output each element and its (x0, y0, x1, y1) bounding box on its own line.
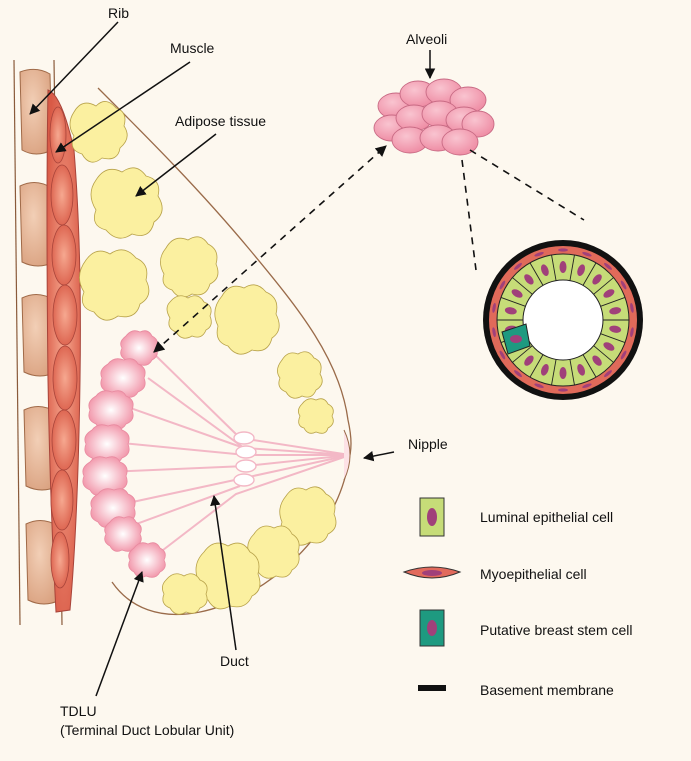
cell-divider (512, 345, 533, 363)
cell-divider (512, 277, 533, 295)
muscle-layer (46, 89, 81, 613)
myoepithelial-nucleus (630, 302, 634, 313)
rib-label: Rib (108, 5, 129, 21)
cell-nucleus (577, 364, 586, 376)
myoepithelial-nucleus (620, 350, 627, 360)
cell-divider (582, 262, 597, 286)
legend-label: Luminal epithelial cell (480, 509, 613, 525)
cell-nucleus (511, 289, 523, 298)
cell-nucleus (559, 367, 567, 379)
cell-divider (582, 354, 597, 378)
adipose-label: Adipose tissue (175, 113, 266, 129)
legend-label: Basement membrane (480, 682, 614, 698)
cell-nucleus (524, 274, 534, 285)
cell-nucleus (540, 264, 549, 276)
cell-divider (569, 254, 575, 281)
cell-divider (529, 262, 544, 286)
legend-item-myoepithelial: Myoepithelial cell (402, 566, 587, 582)
cell-nucleus (592, 355, 602, 366)
legend-item-basement: Basement membrane (418, 682, 614, 698)
nipple (343, 429, 351, 481)
myoepithelial-nucleus (604, 262, 612, 270)
cell-nucleus (592, 274, 602, 285)
myoepithelial-nucleus (604, 370, 612, 378)
cell-nucleus (540, 364, 549, 376)
tdlu-clusters (82, 330, 166, 578)
label-arrows (29, 21, 436, 697)
cell-divider (593, 277, 614, 295)
cell-nucleus (504, 307, 517, 315)
myoepithelial-nucleus (558, 388, 568, 392)
alveoli-cluster (373, 78, 495, 156)
zoom-connectors (153, 145, 585, 353)
myoepithelial-nucleus (499, 280, 506, 290)
legend-item-stem: Putative breast stem cell (419, 609, 633, 647)
cell-divider (600, 297, 626, 307)
cell-divider (551, 254, 557, 281)
cell-nucleus (603, 342, 615, 351)
nipple-label: Nipple (408, 436, 448, 452)
muscle-label: Muscle (170, 40, 215, 56)
legend-label: Putative breast stem cell (480, 622, 633, 638)
duct-junctions (233, 431, 257, 487)
cell-nucleus (577, 264, 586, 276)
myoepithelial-nucleus (534, 383, 544, 389)
cell-nucleus (609, 325, 622, 333)
myoepithelial-nucleus (582, 251, 592, 257)
legend: Luminal epithelial cell Myoepithelial ce… (402, 497, 633, 698)
cell-nucleus (524, 355, 534, 366)
alveoli-label: Alveoli (406, 31, 447, 47)
myoepithelial-nucleus (514, 262, 522, 270)
legend-label: Myoepithelial cell (480, 566, 587, 582)
cell-nucleus (559, 261, 567, 273)
myoepithelial-nucleus (492, 302, 496, 313)
cell-divider (600, 333, 626, 343)
tdlu-label: TDLU (60, 703, 97, 719)
myoepithelial-nucleus (630, 327, 634, 338)
myoepithelial-nucleus (514, 370, 522, 378)
cell-divider (569, 359, 575, 386)
cell-divider (593, 345, 614, 363)
myoepithelial-nucleus (582, 383, 592, 389)
myoepithelial-nucleus (558, 248, 568, 252)
tdlu-sublabel: (Terminal Duct Lobular Unit) (60, 722, 234, 738)
cell-nucleus (609, 307, 622, 315)
legend-item-luminal: Luminal epithelial cell (419, 497, 613, 537)
myoepithelial-nucleus (492, 327, 496, 338)
cell-divider (529, 354, 544, 378)
duct-label: Duct (220, 653, 249, 669)
myoepithelial-nucleus (534, 251, 544, 257)
cell-divider (500, 297, 526, 307)
cell-divider (551, 359, 557, 386)
myoepithelial-nucleus (499, 350, 506, 360)
alveolus-cross-section (483, 240, 643, 400)
myoepithelial-nucleus (620, 280, 627, 290)
cell-nucleus (603, 289, 615, 298)
